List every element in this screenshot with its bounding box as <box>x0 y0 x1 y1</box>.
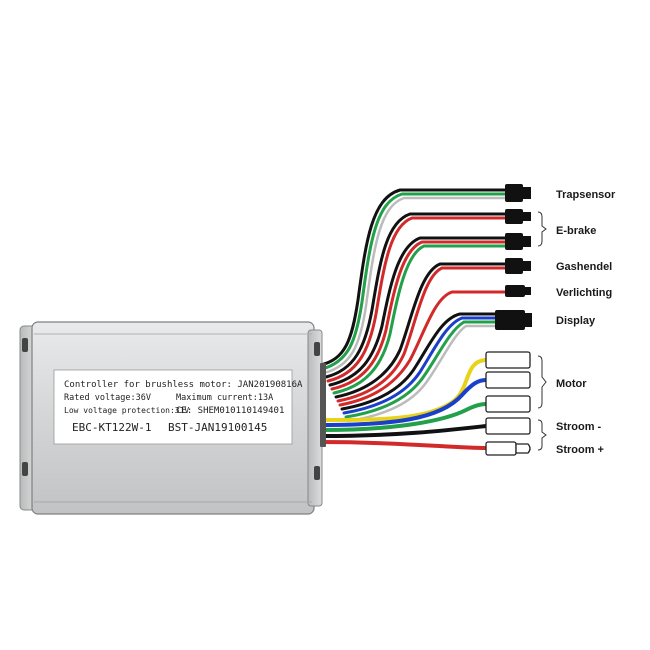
label-display: Display <box>556 315 596 327</box>
controller-label-sticker <box>53 369 293 445</box>
stroom-plus-terminal <box>485 441 517 456</box>
power-wires <box>320 358 488 450</box>
stroom-plus-pin <box>515 443 531 454</box>
label-stroom-min: Stroom - <box>556 421 602 433</box>
motor-terminal-green <box>485 395 531 413</box>
signal-connectors <box>495 184 532 330</box>
gashendel-connector <box>505 233 531 250</box>
power-terminals <box>485 351 531 456</box>
label-max-current: Maximum current:13A <box>176 393 273 403</box>
motor-terminal-blue <box>485 371 531 389</box>
label-motor: Motor <box>556 378 587 390</box>
label-ce: CE: SHEM010110149401 <box>176 406 284 416</box>
label-trapsensor: Trapsensor <box>556 189 616 201</box>
signal-wire-bundle <box>318 188 507 423</box>
label-verlichting: Verlichting <box>556 287 612 299</box>
label-gashendel: Gashendel <box>556 261 612 273</box>
gashendel-connector-2 <box>505 258 531 274</box>
label-rated-voltage: Rated voltage:36V <box>64 393 151 403</box>
label-brackets <box>537 211 547 451</box>
e-brake-connector <box>505 209 531 224</box>
label-e-brake: E-brake <box>556 225 596 237</box>
label-stroom-plus: Stroom + <box>556 444 604 456</box>
stroom-min-terminal <box>485 417 531 435</box>
label-line-1: Controller for brushless motor: JAN20190… <box>64 380 303 390</box>
label-low-voltage: Low voltage protection:31V <box>64 406 189 415</box>
controller-housing: Controller for brushless motor: JAN20190… <box>19 321 326 515</box>
motor-terminal-yellow <box>485 351 531 369</box>
verlichting-connector <box>505 285 531 297</box>
display-connector <box>495 310 532 330</box>
connector-labels: Trapsensor E-brake Gashendel Verlichting… <box>556 189 616 456</box>
label-model: EBC-KT122W-1 <box>72 421 151 434</box>
trapsensor-connector <box>505 184 531 202</box>
label-serial: BST-JAN19100145 <box>168 421 267 434</box>
